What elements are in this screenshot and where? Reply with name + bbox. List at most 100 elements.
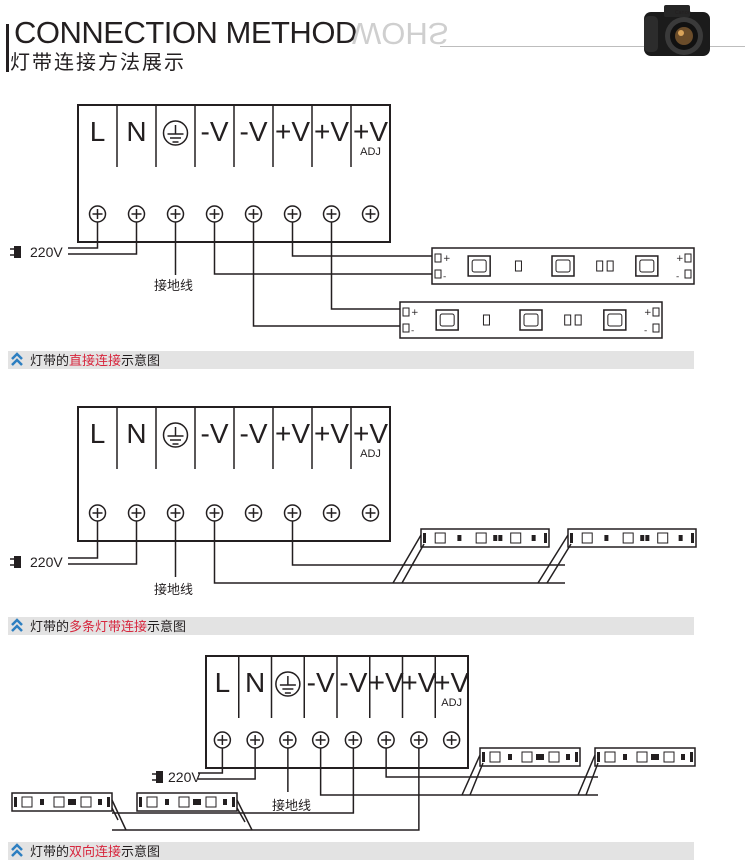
led-chip [178, 796, 190, 808]
wire [236, 799, 253, 831]
plug-icon [10, 246, 21, 258]
caption-prefix: 灯带的 [30, 619, 69, 635]
terminal-label: +V [369, 667, 404, 698]
led-chip [663, 751, 675, 763]
resistor [645, 535, 650, 541]
resistor [623, 754, 627, 760]
solder-pad [402, 307, 410, 317]
caption-prefix: 灯带的 [30, 844, 69, 860]
resistor [604, 535, 609, 541]
terminal-label: +V [353, 116, 388, 147]
resistor [566, 754, 570, 760]
solder-pad [434, 253, 442, 263]
chevron-up-icon [11, 843, 23, 857]
wire [68, 521, 99, 559]
solder-pad [575, 752, 578, 762]
resistor [531, 535, 536, 541]
page-title-chinese: 灯带连接方法展示 [10, 50, 186, 74]
ground-icon [275, 671, 301, 697]
screw-terminal [322, 205, 341, 223]
ground-wire-label: 接地线 [154, 278, 193, 294]
led-chip [146, 796, 158, 808]
strip-plus-label: + [443, 254, 451, 264]
wire [385, 748, 598, 778]
solder-pad [402, 323, 410, 333]
resistor [596, 260, 604, 272]
terminal-label: -V [201, 116, 229, 147]
terminal-label: N [126, 418, 146, 449]
wire [112, 748, 355, 814]
chevron-stroke [11, 358, 23, 366]
strip-plus-label: + [676, 254, 684, 264]
wire [392, 534, 422, 584]
caption-suffix: 示意图 [121, 844, 160, 860]
terminal-label: L [215, 667, 231, 698]
screw-terminal [205, 504, 224, 522]
resistor [482, 314, 490, 326]
led-chip [434, 532, 446, 544]
power-input-label: 220V [30, 554, 63, 570]
led-strip-small [420, 528, 550, 548]
screw-terminal [377, 731, 395, 749]
caption-text: 灯带的双向连接示意图 [30, 844, 160, 860]
solder-pad [690, 752, 693, 762]
caption-bar [8, 842, 694, 860]
terminal-label: -V [201, 418, 229, 449]
wire [546, 543, 572, 584]
led-chip [548, 751, 560, 763]
wire [236, 807, 246, 823]
solder-pad [570, 533, 573, 543]
plug-body [156, 771, 163, 783]
resistor [536, 754, 540, 760]
caption-suffix: 示意图 [147, 619, 186, 635]
screw-terminal [311, 731, 330, 749]
led-strip: +-+- [431, 247, 695, 285]
wire [112, 748, 420, 831]
resistor [165, 799, 169, 805]
wire [68, 222, 138, 255]
solder-pad [544, 533, 547, 543]
wire [291, 222, 432, 257]
resistor [540, 754, 544, 760]
screw-terminal [344, 731, 363, 749]
led-chip [622, 532, 634, 544]
resistor [681, 754, 685, 760]
terminal-label: +V [275, 116, 310, 147]
terminal-label: -V [339, 667, 367, 698]
wire [577, 754, 596, 796]
led-chip [475, 532, 487, 544]
solder-pad [652, 307, 660, 317]
resistor [606, 260, 614, 272]
caption-prefix: 灯带的 [30, 353, 69, 369]
led-lens [523, 313, 539, 327]
caption-bar [8, 351, 694, 369]
page-title-english: CONNECTION METHOD [14, 15, 357, 50]
strip-minus-label: - [443, 272, 446, 282]
caption-highlight: 多条灯带连接 [69, 619, 147, 635]
led-chip [604, 751, 616, 763]
plug-body [14, 556, 21, 568]
led-chip [521, 751, 533, 763]
terminal-adj-label: ADJ [360, 146, 381, 158]
chevron-stroke [11, 849, 23, 857]
led-lens [439, 313, 455, 327]
led-chip [205, 796, 217, 808]
caption-text: 灯带的多条灯带连接示意图 [30, 619, 186, 635]
solder-pad [684, 253, 692, 263]
wire [537, 534, 569, 584]
solder-pad [232, 797, 235, 807]
terminal-label: -V [307, 667, 335, 698]
wire [68, 521, 138, 565]
solder-pad [107, 797, 110, 807]
solder-pad [482, 752, 485, 762]
led-chip [489, 751, 501, 763]
wire [111, 799, 127, 831]
screw-terminal [322, 504, 341, 522]
ground-icon [162, 422, 189, 448]
screw-terminal [166, 504, 185, 522]
chevron-up-icon [11, 618, 23, 632]
